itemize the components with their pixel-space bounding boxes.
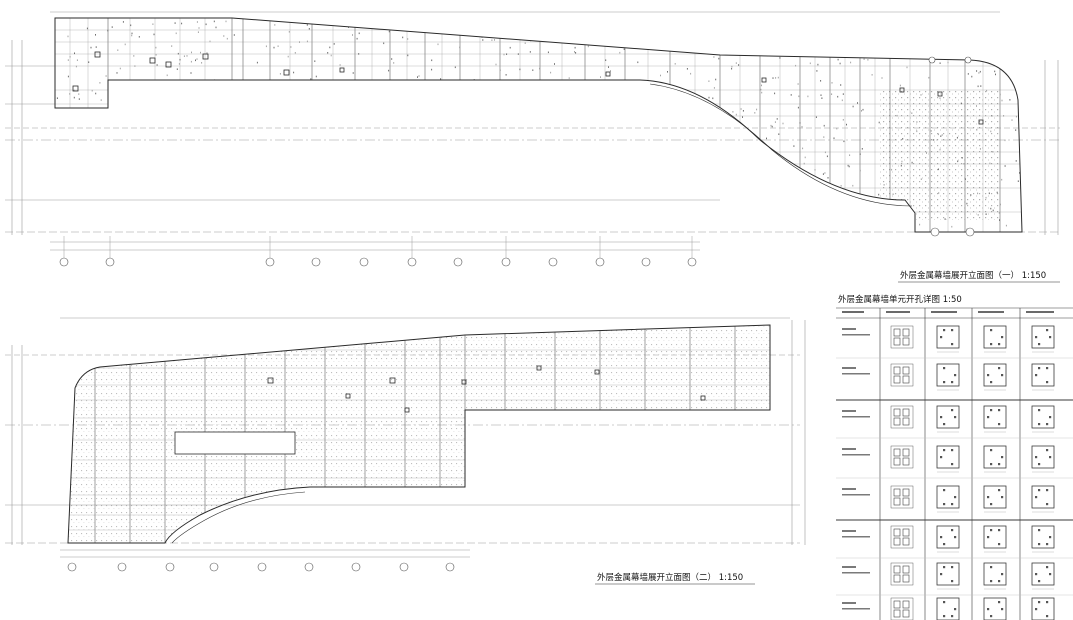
detail-unit-icon (1031, 485, 1055, 513)
detail-unit-icon (890, 485, 914, 509)
elevation-two-title: 外层金属幕墙展开立面图（二） 1:150 (597, 572, 743, 583)
detail-unit-icon (1031, 562, 1055, 590)
detail-unit-icon (890, 525, 914, 549)
opening-symbols-two (267, 365, 706, 413)
detail-unit-icon (890, 597, 914, 620)
axis-bubble-icon (59, 257, 69, 267)
detail-unit-icon (936, 405, 960, 433)
facade-void (174, 431, 296, 455)
detail-unit-icon (1031, 445, 1055, 473)
detail-unit-icon (890, 363, 914, 387)
facade-outline-one (54, 17, 1023, 233)
detail-unit-icon (1031, 597, 1055, 620)
detail-unit-icon (983, 405, 1007, 433)
detail-unit-icon (983, 325, 1007, 353)
detail-unit-grid (890, 325, 1055, 620)
elevation-one: 外层金属幕墙展开立面图（一） 1:150 (5, 11, 1060, 283)
detail-unit-icon (890, 325, 914, 349)
detail-unit-icon (936, 562, 960, 590)
panel-grid-two (68, 325, 770, 543)
panel-grid-one (55, 18, 1022, 232)
detail-unit-icon (890, 445, 914, 469)
detail-unit-icon (983, 485, 1007, 513)
detail-unit-icon (1031, 405, 1055, 433)
detail-unit-icon (936, 445, 960, 473)
detail-unit-icon (983, 562, 1007, 590)
level-lines-left (5, 40, 1060, 235)
detail-unit-icon (890, 405, 914, 429)
detail-unit-icon (890, 562, 914, 586)
detail-unit-icon (1031, 525, 1055, 553)
opening-symbols-one (72, 51, 984, 125)
elevation-two: 外层金属幕墙展开立面图（二） 1:150 (5, 317, 806, 585)
detail-unit-icon (936, 325, 960, 353)
detail-unit-icon (983, 363, 1007, 391)
detail-unit-icon (1031, 325, 1055, 353)
elevation-one-title: 外层金属幕墙展开立面图（一） 1:150 (900, 270, 1046, 281)
facade-outline-two (67, 324, 771, 544)
detail-unit-icon (983, 525, 1007, 553)
detail-unit-icon (1031, 363, 1055, 391)
detail-unit-icon (936, 597, 960, 620)
axis-markers-one (59, 56, 975, 267)
detail-unit-icon (936, 485, 960, 513)
detail-unit-icon (983, 445, 1007, 473)
detail-unit-icon (936, 525, 960, 553)
detail-unit-icon (936, 363, 960, 391)
detail-unit-icon (983, 597, 1007, 620)
opening-detail-table: 外层金属幕墙单元开孔详图 1:50 (836, 294, 1073, 620)
axis-markers-two (67, 562, 455, 572)
detail-table-title: 外层金属幕墙单元开孔详图 1:50 (838, 294, 962, 305)
